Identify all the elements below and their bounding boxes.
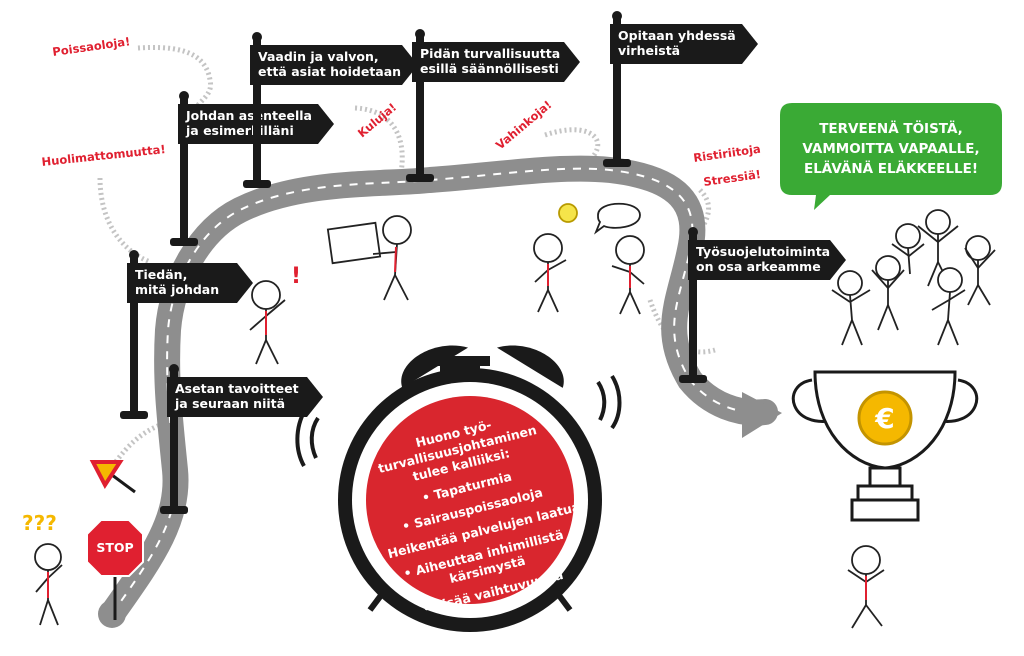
warning-triangle-sign: [89, 460, 136, 494]
signpost-base: [679, 375, 707, 383]
signpost-label-line: virheistä: [618, 43, 680, 58]
signpost-knob: [252, 32, 262, 42]
signpost-label-line: Työsuojelutoiminta: [696, 244, 830, 259]
exclamation-mark: !: [291, 264, 301, 289]
signpost-label-line: Tiedän,: [135, 267, 187, 282]
signpost-base: [170, 238, 198, 246]
signpost-board: [412, 42, 580, 82]
warning-vahinkoja: Vahinkoja!: [493, 98, 555, 153]
signpost-knob: [688, 227, 698, 237]
alarm-clock: Huono työ- turvallisuusjohtaminen tulee …: [295, 345, 622, 632]
warning-poissaoloja: Poissaoloja!: [51, 34, 131, 59]
signpost-pole: [180, 98, 188, 244]
road-start: [98, 600, 126, 628]
signpost-pole: [253, 39, 261, 186]
signpost-label-line: Johdan asenteella: [185, 108, 312, 123]
signpost-base: [120, 411, 148, 419]
signpost-tiedan: Tiedän,mitä johdan: [120, 250, 253, 419]
signpost-pole: [613, 18, 621, 165]
signpost-board: [250, 45, 418, 85]
signpost-pole: [416, 36, 424, 180]
warning-huolimattomuutta: Huolimattomuutta!: [41, 142, 166, 169]
euro-symbol: €: [874, 402, 894, 435]
signpost-board: [127, 263, 253, 303]
goal-line-2: VAMMOITTA VAPAALLE,: [802, 141, 979, 157]
warning-ristiriitoja: Ristiriitoja: [692, 142, 761, 165]
signpost-base: [603, 159, 631, 167]
stop-sign: STOP: [86, 519, 144, 620]
warning-kuluja: Kuluja!: [355, 100, 399, 140]
jumping-person: [847, 545, 885, 629]
signpost-base: [243, 180, 271, 188]
goal-line-1: TERVEENÄ TÖISTÄ,: [819, 119, 963, 137]
question-marks: ???: [22, 511, 57, 535]
signpost-board: [167, 377, 323, 417]
celebrating-group: [831, 209, 996, 346]
signpost-label-line: ja esimerkilläni: [185, 123, 294, 138]
confused-person: ???: [22, 511, 63, 626]
signpost-label-line: Pidän turvallisuutta: [420, 46, 560, 61]
signpost-label-line: Opitaan yhdessä: [618, 28, 736, 43]
signpost-pole: [170, 371, 178, 512]
signpost-knob: [129, 250, 139, 260]
goal-speech-bubble: TERVEENÄ TÖISTÄ, VAMMOITTA VAPAALLE, ELÄ…: [780, 103, 1002, 210]
warning-stressia: Stressiä!: [702, 167, 761, 189]
signpost-label-line: että asiat hoidetaan: [258, 64, 401, 79]
road-arrow-head: [742, 392, 782, 438]
signpost-knob: [169, 364, 179, 374]
goal-line-3: ELÄVÄNÄ ELÄKKEELLE!: [804, 160, 978, 177]
signpost-label-line: esillä säännöllisesti: [420, 61, 559, 76]
signpost-base: [406, 174, 434, 182]
stop-sign-label: STOP: [96, 540, 133, 555]
signpost-label-line: Asetan tavoitteet: [175, 381, 299, 396]
signpost-label-line: ja seuraan niitä: [174, 396, 285, 411]
trophy: €: [791, 370, 979, 522]
signpost-board: [688, 240, 846, 280]
signpost-pole: [689, 234, 697, 381]
signpost-label-line: Vaadin ja valvon,: [258, 49, 379, 64]
signpost-knob: [179, 91, 189, 101]
signpost-label-line: mitä johdan: [135, 282, 219, 297]
presenter-person: [326, 215, 412, 301]
signpost-pole: [130, 257, 138, 417]
signpost-label-line: on osa arkeamme: [696, 259, 821, 274]
signpost-vaadin: Vaadin ja valvon,että asiat hoidetaan: [243, 32, 418, 188]
alert-person: !: [249, 264, 301, 365]
discussion-persons: [533, 202, 645, 315]
signpost-knob: [415, 29, 425, 39]
signpost-base: [160, 506, 188, 514]
signpost-knob: [612, 11, 622, 21]
signpost-board: [610, 24, 758, 64]
